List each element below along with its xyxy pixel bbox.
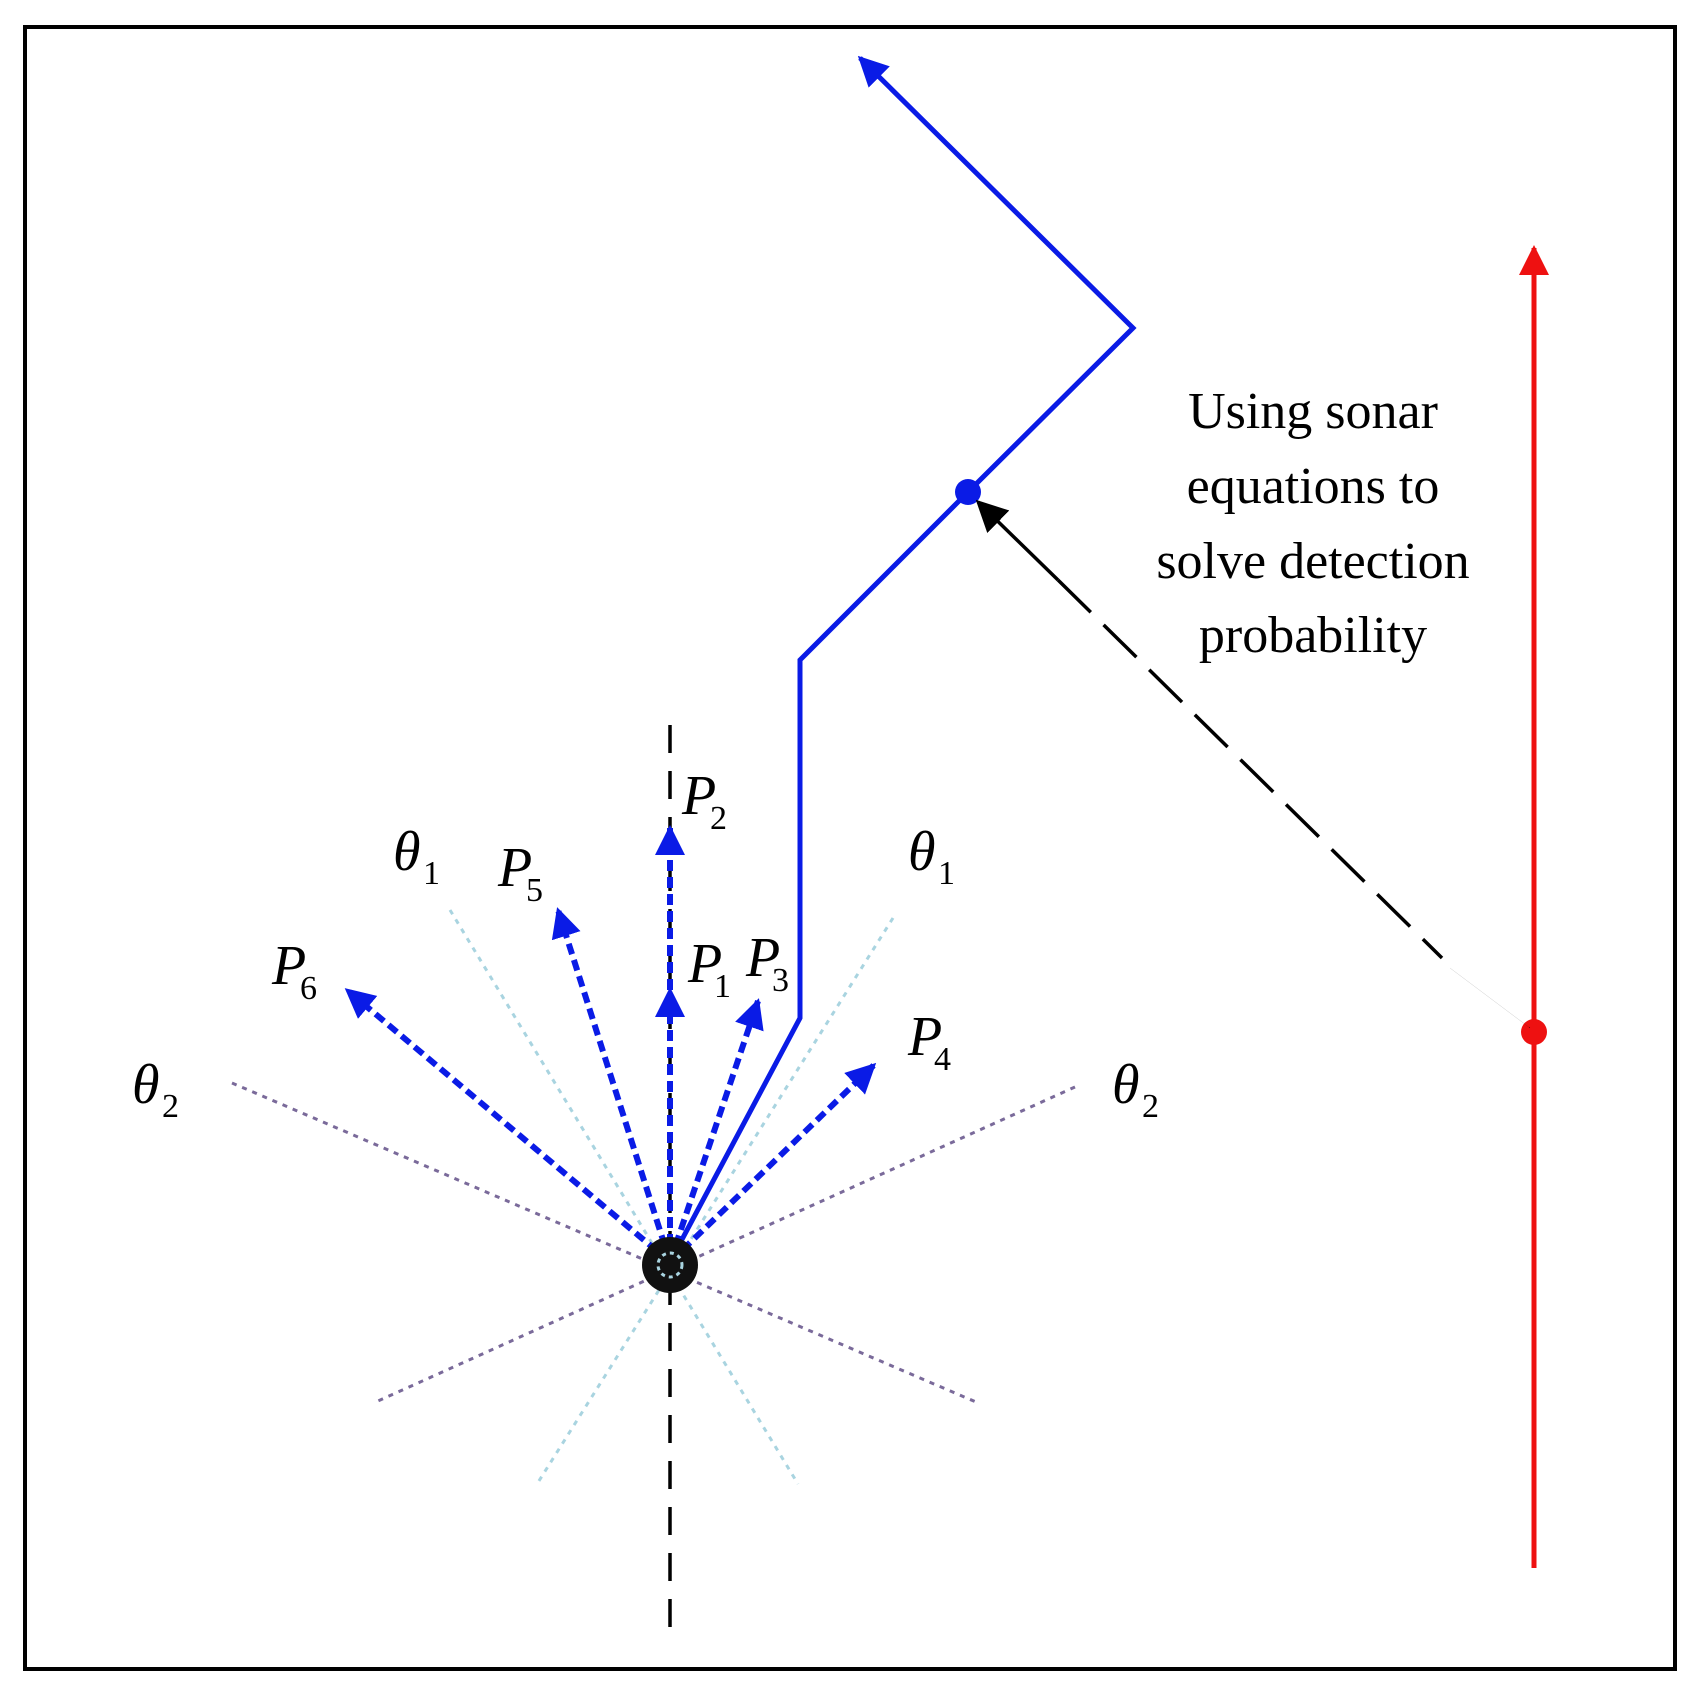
theta1-line-right	[535, 917, 895, 1485]
arrow-p6	[344, 987, 672, 1265]
figure-frame	[23, 25, 1677, 1671]
distance-arrow	[1056, 578, 1444, 960]
annotation-line-2: equations to	[1187, 458, 1440, 515]
label-p1: P 1	[687, 933, 731, 1005]
label-p1-subscript: 1	[714, 968, 731, 1005]
label-p6-letter: P	[271, 935, 306, 997]
label-p3-subscript: 3	[772, 962, 789, 999]
label-p4: P 4	[907, 1006, 951, 1078]
arrow-p3	[667, 998, 764, 1263]
sonar-annotation: Using sonar equations to solve detection…	[1156, 383, 1469, 664]
theta2-symbol: θ	[1112, 1054, 1140, 1116]
label-p5-subscript: 5	[526, 872, 543, 909]
annotation-line-4: probability	[1199, 607, 1427, 664]
theta1-line-left	[448, 909, 800, 1485]
label-p5-letter: P	[497, 837, 532, 899]
label-p2-subscript: 2	[710, 800, 727, 837]
theta2-line-right	[377, 1085, 1076, 1403]
searcher-position-dot	[955, 479, 981, 505]
theta1-subscript: 1	[423, 855, 440, 892]
label-p2: P 2	[681, 765, 727, 837]
label-p2-letter: P	[681, 765, 716, 827]
searcher-start-node-core	[656, 1251, 684, 1279]
theta2-label-right: θ 2	[1112, 1054, 1159, 1125]
label-p1-letter: P	[687, 933, 722, 995]
searcher-path	[667, 55, 1137, 1264]
annotation-line-3: solve detection	[1156, 533, 1469, 590]
theta2-symbol: θ	[132, 1054, 160, 1116]
label-p4-letter: P	[907, 1006, 942, 1068]
label-p6-subscript: 6	[300, 970, 317, 1007]
arrow-p5	[551, 907, 673, 1263]
distance-arrowhead-searcher	[975, 499, 1060, 582]
theta2-label-left: θ 2	[132, 1054, 179, 1125]
label-p4-subscript: 4	[934, 1041, 951, 1078]
theta1-label-right: θ 1	[908, 821, 955, 892]
arrow-p4	[667, 1062, 877, 1265]
theta1-sector-lines	[448, 909, 895, 1485]
searcher-start-node	[642, 1237, 698, 1293]
label-p3: P 3	[745, 927, 789, 999]
label-p3-letter: P	[745, 927, 780, 989]
theta2-sector-lines	[231, 1081, 1076, 1404]
label-p6: P 6	[271, 935, 317, 1007]
annotation-line-1: Using sonar	[1188, 383, 1438, 440]
theta1-subscript: 1	[938, 855, 955, 892]
theta2-subscript: 2	[162, 1088, 179, 1125]
theta1-symbol: θ	[908, 821, 936, 883]
theta2-subscript: 2	[1142, 1088, 1159, 1125]
theta2-line-left	[231, 1081, 977, 1404]
theta1-symbol: θ	[393, 821, 421, 883]
label-p5: P 5	[497, 837, 543, 909]
distance-arrowhead-target	[1449, 967, 1531, 1029]
theta1-label-left: θ 1	[393, 821, 440, 892]
target-position-dot	[1521, 1019, 1547, 1045]
candidate-path-arrows	[344, 825, 877, 1265]
